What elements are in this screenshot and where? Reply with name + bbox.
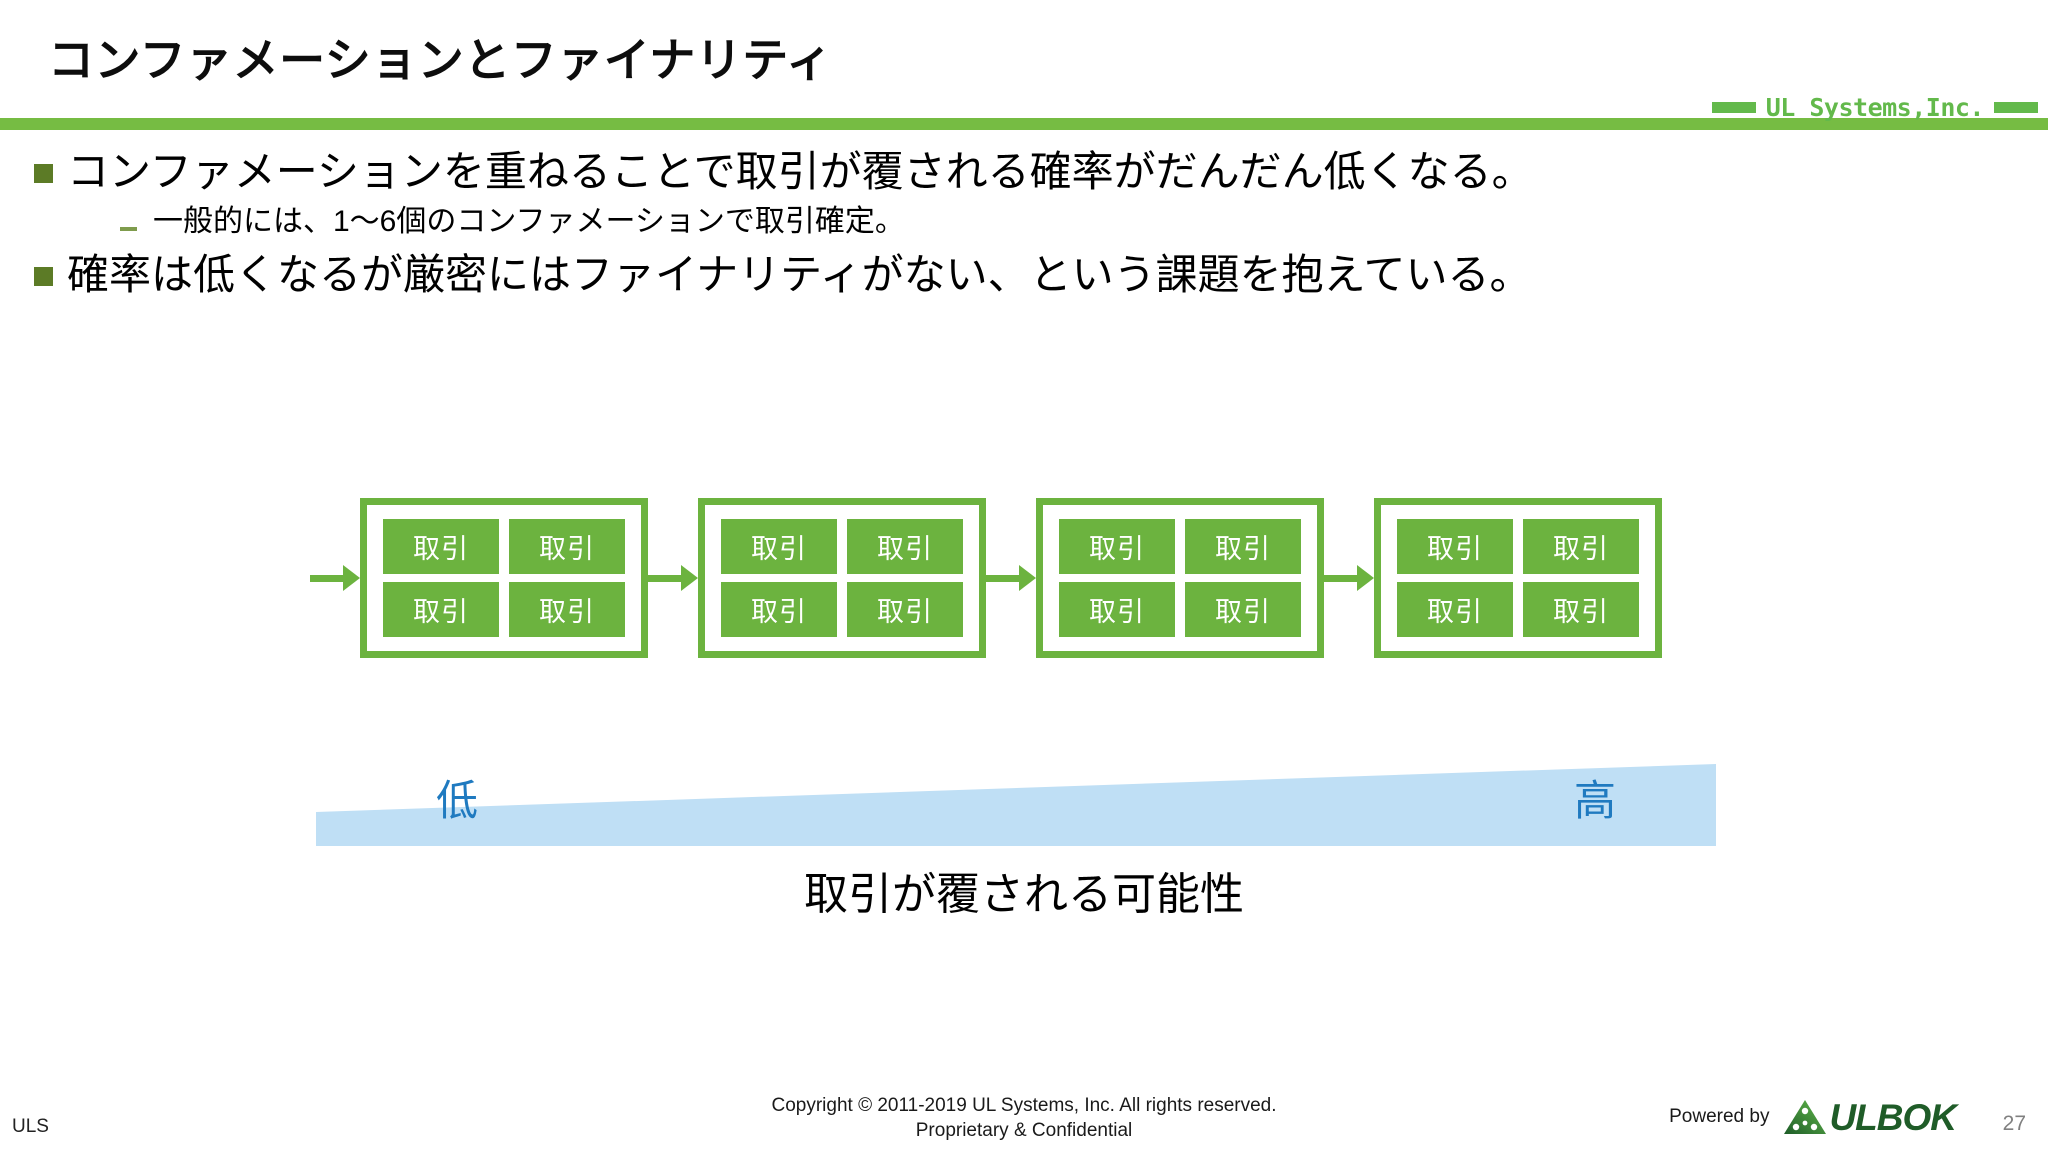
block-2: 取引 取引 取引 取引 xyxy=(698,498,986,658)
ulbok-logo: ULBOK xyxy=(1783,1096,1957,1138)
arrow-icon xyxy=(310,565,360,591)
transaction-cell: 取引 xyxy=(1523,582,1639,637)
ulbok-wordmark: ULBOK xyxy=(1829,1096,1957,1138)
block-3: 取引 取引 取引 取引 xyxy=(1036,498,1324,658)
copyright-line-2: Proprietary & Confidential xyxy=(915,1120,1133,1142)
footer-left-mark: ULS xyxy=(12,1116,49,1137)
bullet-item-3: 確率は低くなるが厳密にはファイナリティがない、という課題を抱えている。 xyxy=(34,249,2024,300)
scale-low-label: 低 xyxy=(436,777,479,824)
probability-scale: 低 高 xyxy=(316,742,1716,846)
transaction-cell: 取引 xyxy=(1059,582,1175,637)
transaction-cell: 取引 xyxy=(847,519,963,574)
transaction-cell: 取引 xyxy=(1523,519,1639,574)
title-divider xyxy=(0,118,2048,130)
transaction-cell: 取引 xyxy=(1185,519,1301,574)
block-1: 取引 取引 取引 取引 xyxy=(360,498,648,658)
arrow-head xyxy=(343,565,360,591)
bullet-text: コンファメーションを重ねることで取引が覆される確率がだんだん低くなる。 xyxy=(67,148,1534,195)
bullet-list: コンファメーションを重ねることで取引が覆される確率がだんだん低くなる。 一般的に… xyxy=(34,146,2024,306)
transaction-cell: 取引 xyxy=(1185,582,1301,637)
arrow-shaft xyxy=(648,574,681,582)
brand-dash-right-icon xyxy=(1994,101,2038,113)
transaction-cell: 取引 xyxy=(721,582,837,637)
arrow-shaft xyxy=(986,574,1019,582)
brand-logo: UL Systems,Inc. xyxy=(1711,92,2038,122)
footer-copyright: Copyright © 2011-2019 UL Systems, Inc. A… xyxy=(0,1093,2048,1144)
wedge-shape-icon xyxy=(316,764,1716,846)
arrow-head xyxy=(1357,565,1374,591)
transaction-cell: 取引 xyxy=(1397,582,1513,637)
ulbok-triangle-icon xyxy=(1784,1100,1827,1134)
arrow-head xyxy=(681,565,698,591)
block-chain: 取引 取引 取引 取引 取引 取引 取引 取引 取引 取引 xyxy=(310,498,1662,658)
brand-logo-text: UL Systems,Inc. xyxy=(1765,92,1985,122)
copyright-line-1: Copyright © 2011-2019 UL Systems, Inc. A… xyxy=(771,1094,1277,1116)
bullet-text: 確率は低くなるが厳密にはファイナリティがない、という課題を抱えている。 xyxy=(67,250,1532,298)
bullet-dash-icon xyxy=(120,227,137,232)
powered-by-block: Powered by ULBOK xyxy=(1669,1096,1957,1138)
transaction-cell: 取引 xyxy=(1397,519,1513,574)
arrow-icon xyxy=(1324,565,1374,591)
arrow-shaft xyxy=(1324,574,1357,582)
transaction-cell: 取引 xyxy=(1059,519,1175,574)
arrow-icon xyxy=(648,565,698,591)
arrow-head xyxy=(1019,565,1036,591)
transaction-cell: 取引 xyxy=(383,582,499,637)
bullet-item-1: コンファメーションを重ねることで取引が覆される確率がだんだん低くなる。 xyxy=(34,146,2024,197)
sub-bullet-text: 一般的には、1～6個のコンファメーションで取引確定。 xyxy=(153,205,905,239)
page-title: コンファメーションとファイナリティ xyxy=(48,34,833,86)
arrow-shaft xyxy=(310,574,343,582)
bullet-square-icon xyxy=(34,164,53,183)
transaction-cell: 取引 xyxy=(721,519,837,574)
transaction-cell: 取引 xyxy=(847,582,963,637)
scale-caption: 取引が覆される可能性 xyxy=(804,870,1244,919)
powered-by-label: Powered by xyxy=(1669,1106,1770,1127)
transaction-cell: 取引 xyxy=(383,519,499,574)
blockchain-diagram: 取引 取引 取引 取引 取引 取引 取引 取引 取引 取引 xyxy=(310,498,1662,658)
bullet-item-2: 一般的には、1～6個のコンファメーションで取引確定。 xyxy=(120,203,2024,241)
bullet-square-icon xyxy=(34,266,53,286)
block-4: 取引 取引 取引 取引 xyxy=(1374,498,1662,658)
arrow-icon xyxy=(986,565,1036,591)
scale-high-label: 高 xyxy=(1573,777,1616,824)
page-number: 27 xyxy=(2002,1112,2026,1135)
transaction-cell: 取引 xyxy=(509,519,625,574)
brand-dash-left-icon xyxy=(1711,101,1756,113)
transaction-cell: 取引 xyxy=(509,582,625,637)
